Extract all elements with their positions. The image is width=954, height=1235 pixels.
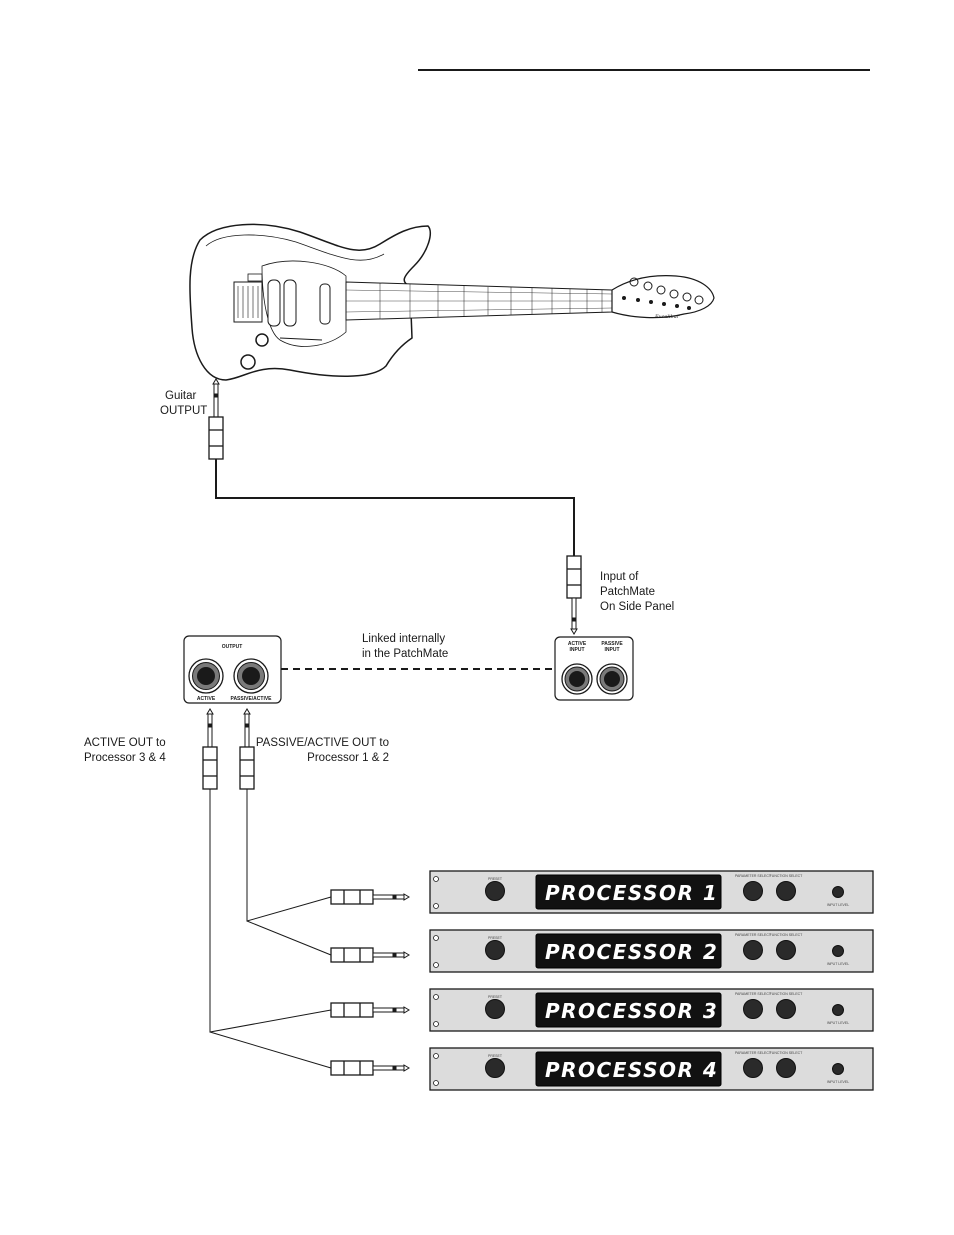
parameter-select-label: PARAMETER SELECT — [735, 992, 772, 996]
preset-knob-label: PRESET — [488, 877, 503, 881]
processor-display-text: PROCESSOR 1 — [545, 881, 718, 905]
processor-1-input-plug — [330, 889, 410, 905]
preset-knob-label: PRESET — [488, 995, 503, 999]
active-out-plug — [202, 708, 218, 790]
passive-input-jack[interactable] — [596, 663, 628, 695]
input-level-label: INPUT LEVEL — [827, 903, 849, 907]
function-select-knob[interactable] — [776, 940, 796, 960]
passive-cable-to-processor-2 — [246, 920, 332, 956]
processor-unit-2: PRESET PROCESSOR 2 PARAMETER SELECT FUNC… — [429, 929, 874, 973]
passive-active-output-jack-label: PASSIVE/ACTIVE — [230, 696, 272, 702]
processor-unit-3: PRESET PROCESSOR 3 PARAMETER SELECT FUNC… — [429, 988, 874, 1032]
passive-out-label-line2: Processor 1 & 2 — [307, 752, 389, 764]
guitar-output-label-line2: OUTPUT — [160, 405, 207, 417]
passive-active-out-plug — [239, 708, 255, 790]
input-level-label: INPUT LEVEL — [827, 962, 849, 966]
active-output-jack-label: ACTIVE — [197, 696, 216, 702]
link-label-line1: Linked internally — [362, 633, 445, 645]
passive-input-label-line2: INPUT — [605, 647, 620, 653]
guitar-cable — [215, 459, 575, 556]
input-level-knob[interactable] — [832, 1004, 844, 1016]
function-select-knob[interactable] — [776, 999, 796, 1019]
active-out-label-line1: ACTIVE OUT to — [84, 737, 166, 749]
input-level-label: INPUT LEVEL — [827, 1080, 849, 1084]
function-select-label: FUNCTION SELECT — [770, 1051, 804, 1055]
parameter-select-label: PARAMETER SELECT — [735, 1051, 772, 1055]
processor-display-text: PROCESSOR 2 — [545, 940, 718, 964]
patchmate-input-label-line1: Input of — [600, 571, 639, 583]
patchmate-input-plug — [566, 555, 582, 635]
patchmate-input-label-line3: On Side Panel — [600, 601, 674, 613]
guitar-output-plug — [208, 378, 224, 460]
passive-active-output-jack[interactable] — [233, 658, 269, 694]
guitar-illustration: Excalibur — [189, 223, 715, 381]
parameter-select-label: PARAMETER SELECT — [735, 874, 772, 878]
preset-knob-label: PRESET — [488, 936, 503, 940]
parameter-select-label: PARAMETER SELECT — [735, 933, 772, 937]
active-input-label-line1: ACTIVE — [568, 641, 587, 647]
processor-unit-1: PRESET PROCESSOR 1 PARAMETER SELECT FUNC… — [429, 870, 874, 914]
preset-knob[interactable] — [485, 940, 505, 960]
parameter-select-knob[interactable] — [743, 881, 763, 901]
processor-3-input-plug — [330, 1002, 410, 1018]
output-panel-title: OUTPUT — [222, 644, 243, 650]
input-level-knob[interactable] — [832, 886, 844, 898]
processor-4-input-plug — [330, 1060, 410, 1076]
parameter-select-knob[interactable] — [743, 940, 763, 960]
preset-knob[interactable] — [485, 1058, 505, 1078]
active-input-jack[interactable] — [561, 663, 593, 695]
function-select-knob[interactable] — [776, 1058, 796, 1078]
parameter-select-knob[interactable] — [743, 1058, 763, 1078]
active-out-label-line2: Processor 3 & 4 — [84, 752, 166, 764]
processor-2-input-plug — [330, 947, 410, 963]
processor-display-text: PROCESSOR 3 — [545, 999, 718, 1023]
link-label-line2: in the PatchMate — [362, 648, 448, 660]
preset-knob-label: PRESET — [488, 1054, 503, 1058]
passive-input-label-line1: PASSIVE — [601, 641, 623, 647]
passive-cable-to-processor-1 — [246, 789, 332, 922]
processor-unit-4: PRESET PROCESSOR 4 PARAMETER SELECT FUNC… — [429, 1047, 874, 1091]
processor-display — [535, 874, 722, 910]
patchmate-input-panel: ACTIVE INPUT PASSIVE INPUT — [554, 636, 634, 701]
guitar-output-label-line1: Guitar — [165, 390, 196, 402]
patchmate-output-panel: OUTPUT ACTIVE PASSIVE/ACTIVE — [183, 635, 282, 704]
patchmate-input-label-line2: PatchMate — [600, 586, 655, 598]
function-select-label: FUNCTION SELECT — [770, 874, 804, 878]
parameter-select-knob[interactable] — [743, 999, 763, 1019]
active-output-jack[interactable] — [188, 658, 224, 694]
preset-knob[interactable] — [485, 881, 505, 901]
active-cable-to-processor-4 — [209, 1031, 332, 1069]
function-select-label: FUNCTION SELECT — [770, 992, 804, 996]
processor-display — [535, 933, 722, 969]
function-select-label: FUNCTION SELECT — [770, 933, 804, 937]
input-level-label: INPUT LEVEL — [827, 1021, 849, 1025]
guitar-brand-text: Excalibur — [654, 314, 680, 320]
processor-display-text: PROCESSOR 4 — [545, 1058, 718, 1082]
processor-display — [535, 1051, 722, 1087]
active-input-label-line2: INPUT — [570, 647, 585, 653]
function-select-knob[interactable] — [776, 881, 796, 901]
processor-display — [535, 992, 722, 1028]
active-cable-to-processor-3 — [209, 789, 332, 1033]
preset-knob[interactable] — [485, 999, 505, 1019]
input-level-knob[interactable] — [832, 1063, 844, 1075]
input-level-knob[interactable] — [832, 945, 844, 957]
passive-out-label-line1: PASSIVE/ACTIVE OUT to — [256, 737, 389, 749]
